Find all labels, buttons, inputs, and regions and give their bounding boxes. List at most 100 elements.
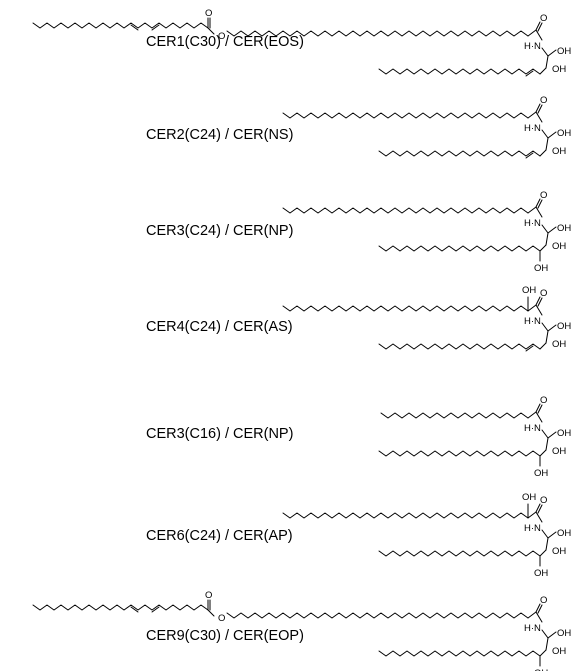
ceramide-label: CER1(C30) / CER(EOS): [146, 34, 304, 50]
carbonyl-bond: [527, 611, 537, 619]
ceramide-label: CER3(C16) / CER(NP): [146, 426, 293, 442]
fatty-acid-chain: [380, 412, 529, 419]
linoleate-chain: [32, 604, 209, 611]
fatty-acid-chain: [282, 305, 529, 312]
amide-nh: H·N: [524, 316, 541, 327]
trans-double-bond: [525, 345, 534, 352]
secondary-hydroxyl: OH: [552, 446, 566, 457]
amide-nh: H·N: [524, 123, 541, 134]
secondary-hydroxyl: OH: [552, 339, 566, 350]
c2-bond: [541, 429, 549, 439]
c3-c4-bond: [539, 244, 547, 252]
carbonyl-bond: [535, 503, 541, 513]
ch2oh-bond: [547, 226, 557, 234]
amide-bond: [535, 511, 543, 523]
c3-c4-bond: [539, 649, 547, 657]
ch2oh-bond: [547, 631, 557, 639]
sphingoid-chain: [378, 650, 541, 657]
ceramide-label: CER2(C24) / CER(NS): [146, 127, 293, 143]
c2-bond: [541, 129, 549, 139]
ch2oh-bond: [547, 431, 557, 439]
primary-hydroxyl: OH: [557, 428, 571, 439]
c3-c4-bond: [539, 449, 547, 457]
c4-hydroxyl: OH: [534, 468, 548, 479]
primary-hydroxyl: OH: [557, 628, 571, 639]
amide-bond: [535, 29, 543, 41]
c4-hydroxyl: OH: [534, 568, 548, 579]
c2-bond: [541, 529, 549, 539]
carbonyl-bond: [537, 604, 543, 614]
c3-c4-bond: [539, 67, 547, 75]
fatty-acid-chain: [282, 207, 529, 214]
ester-bond: [207, 609, 215, 617]
c3-bond: [545, 232, 549, 246]
trans-double-bond: [525, 70, 534, 77]
c4-hydroxyl: OH: [534, 263, 548, 274]
sphingoid-chain: [378, 245, 541, 252]
amide-nh: H·N: [524, 218, 541, 229]
c3-c4-bond: [539, 149, 547, 157]
primary-hydroxyl: OH: [557, 223, 571, 234]
ceramide-label: CER6(C24) / CER(AP): [146, 528, 293, 544]
carbonyl-oxygen: O: [540, 288, 547, 299]
carbonyl-bond: [535, 296, 541, 306]
carbonyl-bond: [537, 297, 543, 307]
c3-bond: [545, 330, 549, 344]
amide-bond: [535, 304, 543, 316]
secondary-hydroxyl: OH: [552, 146, 566, 157]
amide-bond: [535, 411, 543, 423]
sphingoid-chain: [378, 343, 541, 350]
amide-bond: [535, 206, 543, 218]
c3-bond: [545, 437, 549, 451]
amide-nh: H·N: [524, 423, 541, 434]
carbonyl-bond: [535, 603, 541, 613]
c3-bond: [545, 537, 549, 551]
fatty-acid-chain: [282, 512, 529, 519]
carbonyl-bond: [535, 403, 541, 413]
secondary-hydroxyl: OH: [552, 241, 566, 252]
c3-c4-bond: [539, 549, 547, 557]
amide-nh: H·N: [524, 523, 541, 534]
ceramide-entry: CER3(C16) / CER(NP) O H·N OH OH OH: [146, 395, 571, 479]
ester-carbonyl-oxygen: O: [205, 8, 212, 19]
amide-nh: H·N: [524, 623, 541, 634]
carbonyl-oxygen: O: [540, 595, 547, 606]
c2-bond: [541, 224, 549, 234]
ch2oh-bond: [547, 49, 557, 57]
ceramide-label: CER3(C24) / CER(NP): [146, 223, 293, 239]
double-bond: [130, 24, 139, 31]
double-bond: [130, 606, 139, 613]
sphingoid-chain: [378, 68, 541, 75]
carbonyl-oxygen: O: [540, 395, 547, 406]
c3-bond: [545, 55, 549, 69]
double-bond: [151, 24, 160, 31]
carbonyl-bond: [535, 198, 541, 208]
carbonyl-bond: [527, 29, 537, 37]
secondary-hydroxyl: OH: [552, 646, 566, 657]
ceramide-label: CER9(C30) / CER(EOP): [146, 628, 304, 644]
sphingoid-chain: [378, 450, 541, 457]
sphingoid-chain: [378, 150, 541, 157]
carbonyl-bond: [527, 111, 537, 119]
c2-bond: [541, 47, 549, 57]
alpha-hydroxyl: OH: [522, 492, 536, 503]
c2-bond: [541, 629, 549, 639]
double-bond: [151, 606, 160, 613]
sphingoid-chain: [378, 550, 541, 557]
amide-bond: [535, 111, 543, 123]
alpha-hydroxyl: OH: [522, 285, 536, 296]
c4-hydroxyl: OH: [534, 668, 548, 671]
primary-hydroxyl: OH: [557, 321, 571, 332]
c3-bond: [545, 637, 549, 651]
carbonyl-bond: [527, 511, 537, 519]
c2-bond: [541, 322, 549, 332]
ester-bond: [207, 27, 215, 35]
carbonyl-bond: [535, 103, 541, 113]
primary-hydroxyl: OH: [557, 128, 571, 139]
